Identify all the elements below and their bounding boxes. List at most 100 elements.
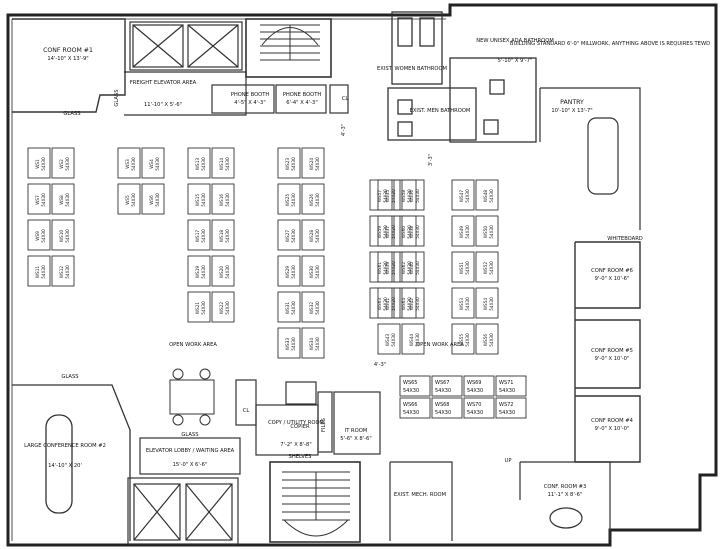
small-workstation-size: 54X30 — [467, 410, 483, 416]
workstation-size: 54X30 — [65, 265, 70, 279]
workstation-label: WS35 — [385, 190, 390, 202]
workstation-size: 54X30 — [225, 265, 230, 279]
workstation-size: 54X30 — [201, 229, 206, 243]
large-conf-size: 14'-10" X 20' — [48, 463, 82, 469]
workstation-label: WS56 — [483, 334, 488, 346]
workstation-desk — [393, 179, 417, 211]
workstation-desk — [451, 215, 475, 247]
workstation: WS64 54X30 — [393, 287, 417, 319]
workstation-desk — [27, 255, 51, 287]
workstation-label: WS28 — [309, 230, 314, 242]
workstation-label: WS57 — [377, 190, 382, 202]
workstation-desk — [475, 179, 499, 211]
workstation-label: WS60 — [401, 226, 406, 238]
workstation-label: WS7 — [35, 195, 40, 205]
large-conf-name: LARGE CONFERENCE ROOM #2 — [24, 443, 106, 449]
workstation-desk — [277, 219, 301, 251]
workstation-desk — [277, 147, 301, 179]
workstation-label: WS61 — [377, 262, 382, 274]
workstation-label: WS6 — [149, 195, 154, 205]
workstation-size: 54X30 — [291, 157, 296, 171]
workstation-label: WS54 — [483, 298, 488, 310]
workstation-label: WS31 — [285, 302, 290, 314]
workstation-desk — [51, 147, 75, 179]
workstation-label: WS64 — [401, 298, 406, 310]
freight-elevators — [124, 21, 247, 116]
dimension-vertical-2: 3'-3" — [428, 154, 434, 166]
workstation-desk — [475, 215, 499, 247]
workstation-desk — [301, 219, 325, 251]
small-workstation-label: WS68 — [435, 402, 449, 408]
small-workstation-size: 54X30 — [499, 388, 515, 394]
small-workstation-size: 54X30 — [403, 388, 419, 394]
workstation-label: WS59 — [377, 226, 382, 238]
workstation-label: WS15 — [195, 194, 200, 206]
freight-elevator-name: FREIGHT ELEVATOR AREA — [130, 80, 197, 86]
open-work-area-2: OPEN WORK AREA — [416, 342, 464, 348]
workstation-size: 54X30 — [225, 301, 230, 315]
glass-label-4: GLASS — [181, 432, 198, 438]
workstation-label: WS29 — [285, 266, 290, 278]
workstation-label: WS14 — [219, 158, 224, 170]
workstation-size: 54X30 — [315, 301, 320, 315]
workstation-label: WS18 — [219, 230, 224, 242]
workstation-size: 54X30 — [391, 333, 396, 347]
workstation-desk — [475, 323, 499, 355]
whiteboard-label: WHITEBOARD — [607, 236, 643, 242]
workstation-label: WS43 — [385, 334, 390, 346]
small-workstation-label: WS66 — [403, 402, 417, 408]
stairwell-bottom — [269, 461, 361, 543]
closet-top-label: CL — [342, 96, 349, 102]
workstation-size: 54X30 — [465, 333, 470, 347]
workstation-size: 54X30 — [391, 297, 396, 311]
workstation-desk — [187, 147, 211, 179]
workstation-label: WS1 — [35, 159, 40, 169]
workstation-desk — [51, 255, 75, 287]
stair-up-label: UP — [505, 458, 512, 464]
workstation-label: WS21 — [195, 302, 200, 314]
workstation-size: 54X30 — [315, 337, 320, 351]
open-work-table — [169, 368, 215, 426]
workstation-size: 54X30 — [315, 229, 320, 243]
workstation-desk — [451, 287, 475, 319]
workstation-desk — [211, 183, 235, 215]
glass-label-1: GLASS — [63, 111, 80, 117]
workstation-size: 54X30 — [489, 297, 494, 311]
workstation-size: 54X30 — [155, 193, 160, 207]
workstation-desk — [451, 179, 475, 211]
workstation-size: 54X30 — [291, 193, 296, 207]
glass-label-2: GLASS — [114, 89, 120, 106]
workstation-desk — [27, 219, 51, 251]
workstation-label: WS42 — [409, 298, 414, 310]
workstation-label: WS20 — [219, 266, 224, 278]
workstation-desk — [211, 291, 235, 323]
it-room-name: IT ROOM — [345, 428, 368, 434]
workstation-size: 54X30 — [383, 189, 388, 203]
workstation-label: WS23 — [285, 158, 290, 170]
small-workstation-desk — [463, 375, 495, 397]
workstation-size: 54X30 — [383, 297, 388, 311]
workstation-label: WS30 — [309, 266, 314, 278]
